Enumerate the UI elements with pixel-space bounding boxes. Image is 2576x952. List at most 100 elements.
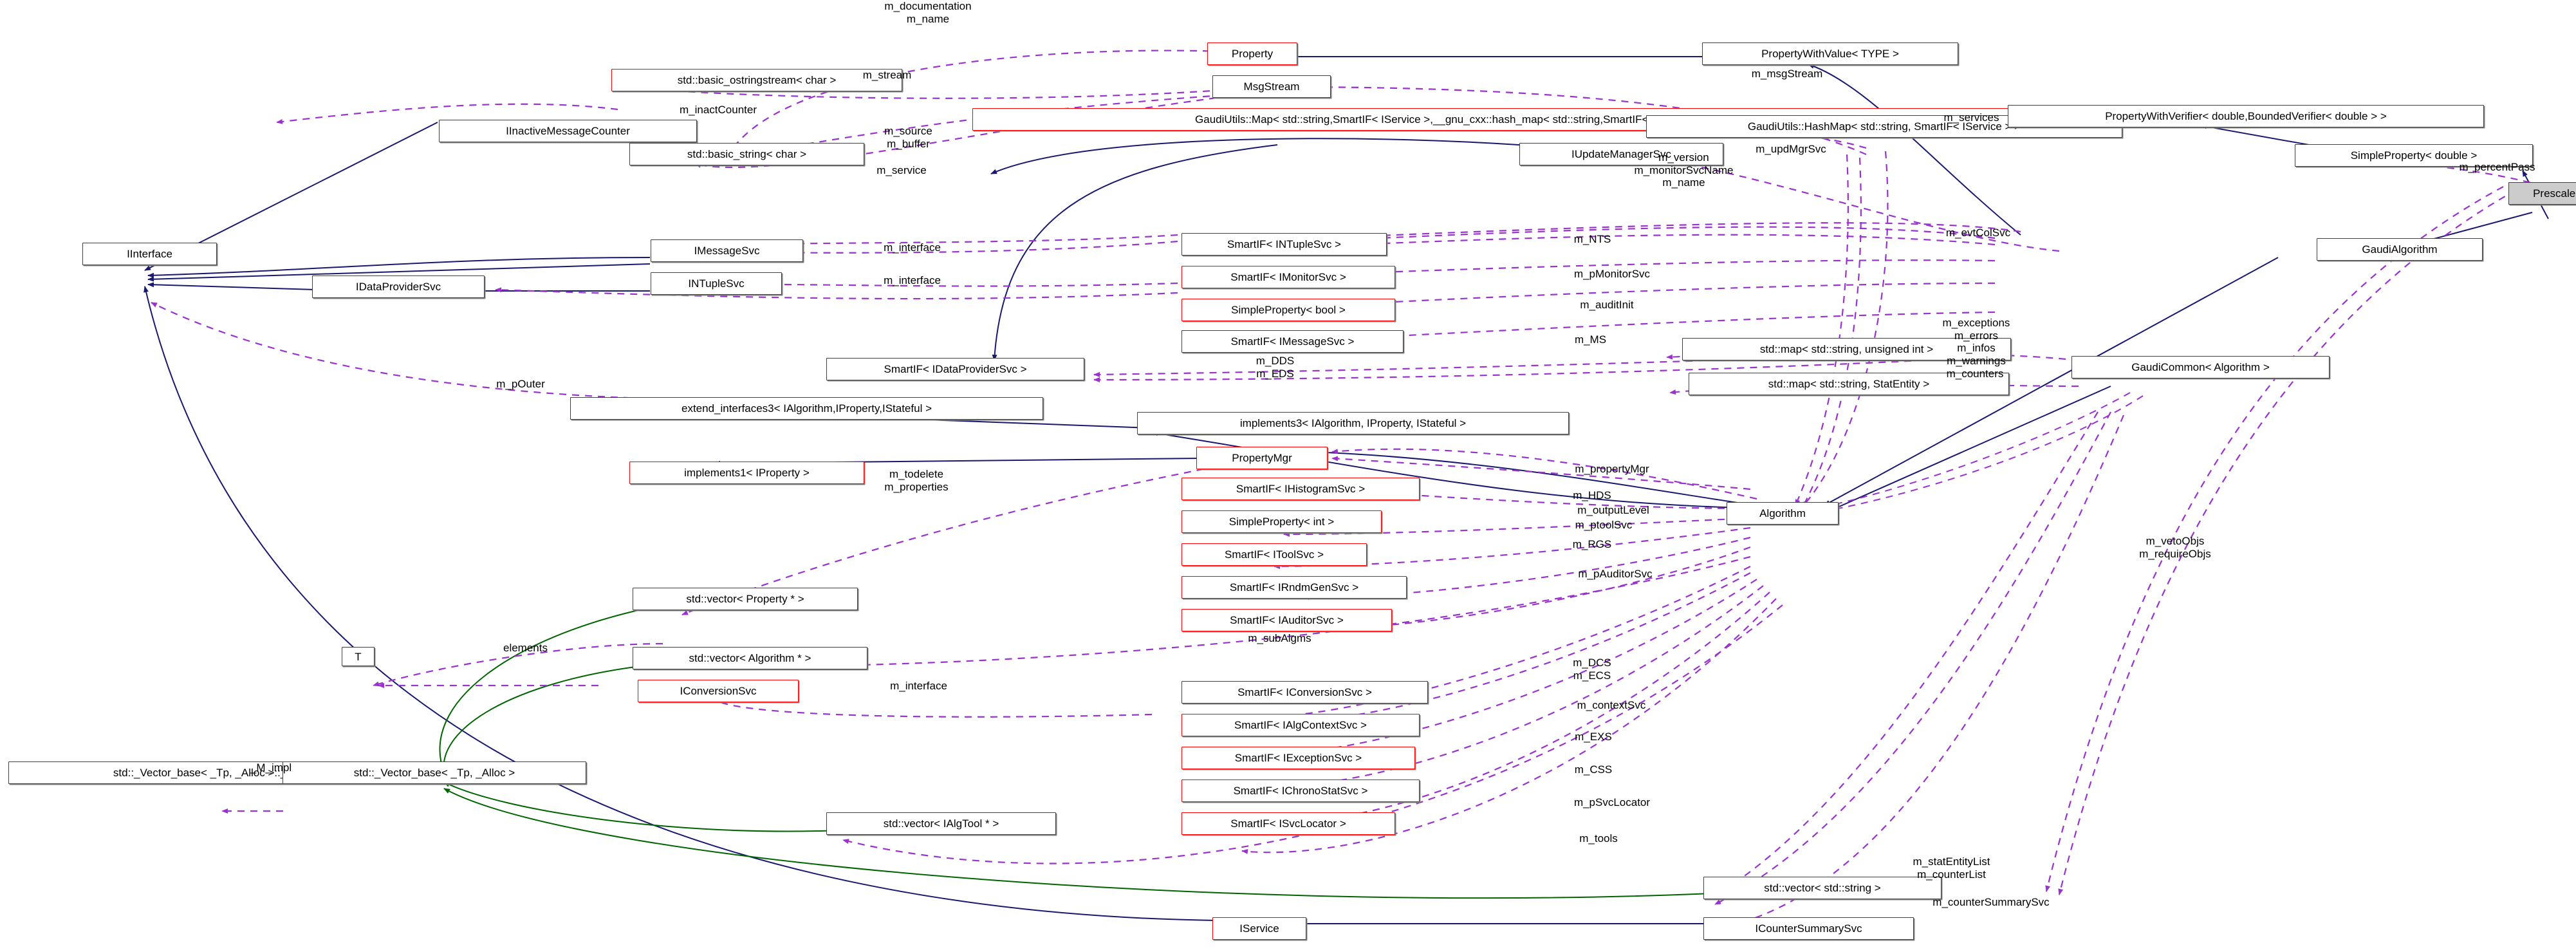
edge-label-rgs: m_RGS bbox=[1572, 538, 1612, 550]
class-node-prescaler[interactable]: Prescaler bbox=[2508, 182, 2576, 205]
class-node-basic_ostringstream[interactable]: std::basic_ostringstream< char > bbox=[611, 69, 902, 91]
class-node-label: implements3< IAlgorithm, IProperty, ISta… bbox=[1239, 417, 1467, 429]
edge-label-source_buffer: m_source m_buffer bbox=[884, 125, 932, 150]
class-node-label: IUpdateManagerSvc bbox=[1571, 148, 1671, 160]
class-node-smartifrndmgen[interactable]: SmartIF< IRndmGenSvc > bbox=[1181, 576, 1407, 599]
edge-label-contextsvc: m_contextSvc bbox=[1577, 699, 1646, 711]
class-node-vectorbase[interactable]: std::_Vector_base< _Tp, _Alloc > bbox=[283, 761, 586, 784]
class-node-label: std::basic_ostringstream< char > bbox=[677, 74, 837, 86]
class-node-vectorstring[interactable]: std::vector< std::string > bbox=[1703, 877, 1941, 899]
class-node-label: Property bbox=[1231, 48, 1274, 60]
class-node-label: SmartIF< IRndmGenSvc > bbox=[1229, 581, 1359, 593]
class-node-smartificonv[interactable]: SmartIF< IConversionSvc > bbox=[1181, 681, 1428, 704]
class-node-label: std::vector< Algorithm * > bbox=[689, 652, 811, 664]
class-node-label: GaudiAlgorithm bbox=[2362, 243, 2438, 256]
class-node-label: SmartIF< IAuditorSvc > bbox=[1230, 614, 1344, 626]
class-node-intuplesvc[interactable]: INTupleSvc bbox=[651, 272, 782, 295]
class-node-label: Prescaler bbox=[2533, 187, 2576, 200]
class-node-label: INTupleSvc bbox=[688, 277, 745, 290]
class-node-label: SmartIF< IConversionSvc > bbox=[1237, 686, 1372, 698]
class-node-smartifchrono[interactable]: SmartIF< IChronoStatSvc > bbox=[1181, 779, 1420, 802]
class-node-label: std::vector< Property * > bbox=[686, 593, 804, 605]
class-node-smartifhisto[interactable]: SmartIF< IHistogramSvc > bbox=[1181, 478, 1420, 500]
edge-label-exs: m_EXS bbox=[1575, 731, 1612, 743]
edge-label-interface1: m_interface bbox=[884, 241, 941, 254]
class-node-label: implements1< IProperty > bbox=[684, 467, 810, 479]
class-node-implements1[interactable]: implements1< IProperty > bbox=[629, 462, 864, 484]
class-node-propertymgr[interactable]: PropertyMgr bbox=[1196, 447, 1328, 469]
class-node-smartifexception[interactable]: SmartIF< IExceptionSvc > bbox=[1181, 747, 1415, 769]
class-node-propwithvaluetype[interactable]: PropertyWithValue< TYPE > bbox=[1702, 42, 1958, 65]
class-node-label: GaudiUtils::HashMap< std::string, SmartI… bbox=[1747, 120, 2021, 133]
class-node-iinactivemsgcnt[interactable]: IInactiveMessageCounter bbox=[439, 120, 697, 142]
edge-label-dcs_ecs: m_DCS m_ECS bbox=[1573, 657, 1611, 682]
edge-label-hds: m_HDS bbox=[1573, 489, 1611, 501]
class-node-vectorproperty[interactable]: std::vector< Property * > bbox=[633, 588, 858, 610]
class-node-label: std::map< std::string, StatEntity > bbox=[1768, 378, 1930, 390]
class-node-iupdatemgrsvc[interactable]: IUpdateManagerSvc bbox=[1519, 143, 1723, 165]
class-node-idataprovidersvc[interactable]: IDataProviderSvc bbox=[312, 275, 485, 298]
class-node-simplepropint[interactable]: SimpleProperty< int > bbox=[1181, 510, 1382, 533]
template-edges bbox=[439, 608, 1712, 899]
edge-label-service: m_service bbox=[876, 164, 927, 176]
class-node-smartifmessage[interactable]: SmartIF< IMessageSvc > bbox=[1181, 330, 1404, 353]
class-node-propwithverifier[interactable]: PropertyWithVerifier< double,BoundedVeri… bbox=[2008, 105, 2484, 127]
class-node-basic_string[interactable]: std::basic_string< char > bbox=[629, 143, 864, 165]
edge-label-pauditorsvc: m_pAuditorSvc bbox=[1578, 568, 1653, 580]
class-node-mapstatentity[interactable]: std::map< std::string, StatEntity > bbox=[1689, 373, 2009, 395]
class-node-smartifmonitor[interactable]: SmartIF< IMonitorSvc > bbox=[1181, 266, 1395, 288]
class-node-smartiftool[interactable]: SmartIF< IToolSvc > bbox=[1181, 543, 1367, 566]
class-node-imessagesvc[interactable]: IMessageSvc bbox=[651, 239, 803, 262]
class-node-extendinterfaces3[interactable]: extend_interfaces3< IAlgorithm,IProperty… bbox=[570, 397, 1043, 420]
class-node-label: MsgStream bbox=[1243, 80, 1300, 93]
edge-label-auditinit: m_auditInit bbox=[1580, 299, 1634, 311]
edge-label-outputlevel: m_outputLevel bbox=[1577, 504, 1649, 516]
class-node-smartifalgctx[interactable]: SmartIF< IAlgContextSvc > bbox=[1181, 714, 1420, 736]
class-node-label: std::vector< std::string > bbox=[1764, 882, 1881, 894]
class-node-icountersummary[interactable]: ICounterSummarySvc bbox=[1703, 917, 1914, 940]
class-node-label: PropertyWithVerifier< double,BoundedVeri… bbox=[2105, 110, 2387, 122]
class-node-gaudicommon[interactable]: GaudiCommon< Algorithm > bbox=[2071, 356, 2330, 378]
class-node-smartifsvcloc[interactable]: SmartIF< ISvcLocator > bbox=[1181, 812, 1395, 835]
edge-label-pouter: m_pOuter bbox=[496, 378, 545, 390]
class-node-smartifauditor[interactable]: SmartIF< IAuditorSvc > bbox=[1181, 609, 1392, 631]
edge-label-updmgrsvc: m_updMgrSvc bbox=[1756, 143, 1826, 155]
class-node-vectoralgtool[interactable]: std::vector< IAlgTool * > bbox=[826, 812, 1056, 835]
class-node-label: SimpleProperty< double > bbox=[2350, 149, 2478, 162]
class-node-label: SmartIF< IToolSvc > bbox=[1225, 548, 1324, 561]
class-node-vectoralgorithm[interactable]: std::vector< Algorithm * > bbox=[633, 647, 867, 669]
class-node-simplepropdouble[interactable]: SimpleProperty< double > bbox=[2295, 144, 2533, 167]
class-node-label: SmartIF< IDataProviderSvc > bbox=[884, 363, 1027, 375]
class-node-iinterface[interactable]: IInterface bbox=[82, 243, 217, 265]
class-node-label: Algorithm bbox=[1759, 507, 1806, 519]
class-node-label: IInactiveMessageCounter bbox=[506, 125, 630, 137]
edge-label-propertymgr: m_propertyMgr bbox=[1575, 463, 1649, 475]
class-node-iconversionsvc[interactable]: IConversionSvc bbox=[638, 680, 799, 702]
class-node-label: SmartIF< IChronoStatSvc > bbox=[1233, 785, 1368, 797]
edge-label-documentation: m_documentation m_name bbox=[884, 0, 972, 25]
class-node-iservice[interactable]: IService bbox=[1212, 917, 1306, 940]
class-node-label: PropertyWithValue< TYPE > bbox=[1761, 48, 1899, 60]
edge-label-velo: m_vetoObjs m_requireObjs bbox=[2139, 535, 2211, 560]
class-node-algorithm[interactable]: Algorithm bbox=[1727, 502, 1839, 525]
edge-label-ptoolsvc: m_ptoolSvc bbox=[1575, 519, 1633, 531]
class-node-label: std::_Vector_base< _Tp, _Alloc > bbox=[353, 767, 515, 779]
class-node-implements3[interactable]: implements3< IAlgorithm, IProperty, ISta… bbox=[1137, 412, 1569, 434]
class-node-tnode[interactable]: T bbox=[342, 647, 375, 666]
class-node-smartifintuple[interactable]: SmartIF< INTupleSvc > bbox=[1181, 233, 1387, 256]
class-node-label: SimpleProperty< int > bbox=[1228, 516, 1335, 528]
class-node-label: extend_interfaces3< IAlgorithm,IProperty… bbox=[681, 402, 932, 415]
class-node-label: SmartIF< IAlgContextSvc > bbox=[1234, 719, 1367, 731]
class-node-msgstream[interactable]: MsgStream bbox=[1212, 75, 1331, 98]
class-node-gaudialgorithm[interactable]: GaudiAlgorithm bbox=[2317, 238, 2483, 261]
class-node-label: SmartIF< INTupleSvc > bbox=[1227, 238, 1341, 250]
class-node-simplepropbool[interactable]: SimpleProperty< bool > bbox=[1181, 299, 1395, 321]
class-node-smartifdataprov[interactable]: SmartIF< IDataProviderSvc > bbox=[826, 358, 1084, 380]
class-node-mapunsignedint[interactable]: std::map< std::string, unsigned int > bbox=[1682, 338, 2011, 360]
edge-label-elements: elements bbox=[503, 642, 548, 654]
class-node-label: std::basic_string< char > bbox=[687, 148, 807, 160]
class-node-property[interactable]: Property bbox=[1207, 42, 1297, 65]
edge-label-interface2: m_interface bbox=[884, 274, 941, 286]
